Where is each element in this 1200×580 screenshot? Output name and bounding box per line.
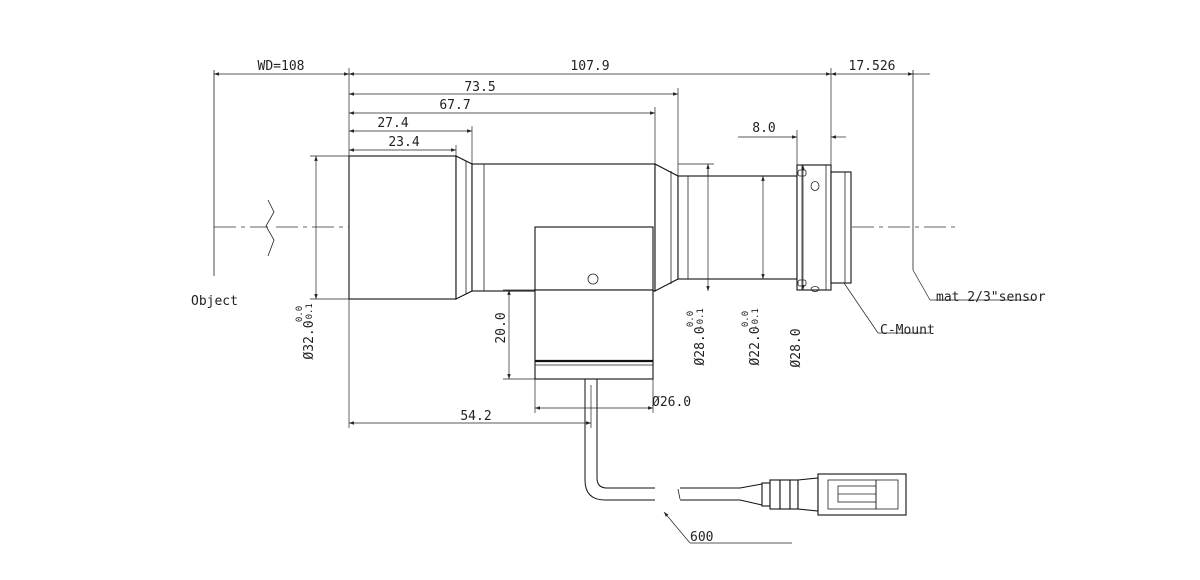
cable-connector xyxy=(817,473,907,516)
label-object: Object xyxy=(191,294,238,309)
label-73-5: 73.5 xyxy=(464,80,495,95)
label-wd: WD=108 xyxy=(258,59,305,74)
cable xyxy=(584,379,907,516)
tol-lower-32: -0.1 xyxy=(305,303,315,325)
lens-body xyxy=(348,155,852,380)
dimensions xyxy=(214,68,1035,544)
tol-lower-22: -0.1 xyxy=(751,308,761,330)
dimension-labels: WD=108 107.9 17.526 73.5 67.7 27.4 23.4 … xyxy=(191,59,1046,545)
label-cable-length: 600 xyxy=(690,530,713,545)
tol-upper-22: 0.0 xyxy=(741,311,751,327)
rear-barrel xyxy=(677,175,798,280)
label-dia-28a: Ø28.0 xyxy=(693,326,708,365)
port-screw xyxy=(587,273,599,285)
label-8-0: 8.0 xyxy=(752,121,775,136)
label-c-mount: C-Mount xyxy=(880,323,935,338)
label-dia-28b: Ø28.0 xyxy=(789,328,804,367)
tol-upper-32: 0.0 xyxy=(295,306,305,322)
front-barrel xyxy=(348,155,457,300)
front-taper xyxy=(455,155,473,300)
flange-screw-bottom xyxy=(810,286,820,292)
label-dia-22: Ø22.0 xyxy=(748,326,763,365)
label-20: 20.0 xyxy=(494,312,509,343)
tol-lower-28: -0.1 xyxy=(696,308,706,330)
label-54-2: 54.2 xyxy=(460,409,491,424)
label-17-526: 17.526 xyxy=(849,59,896,74)
label-sensor: mat 2/3"sensor xyxy=(936,290,1046,305)
rear-taper xyxy=(654,163,679,292)
label-107-9: 107.9 xyxy=(570,59,609,74)
side-port xyxy=(534,226,654,291)
label-67-7: 67.7 xyxy=(439,98,470,113)
label-27-4: 27.4 xyxy=(377,116,408,131)
tol-upper-28: 0.0 xyxy=(686,311,696,327)
flange-screw-top xyxy=(810,181,820,191)
label-23-4: 23.4 xyxy=(388,135,419,150)
c-mount-thread xyxy=(830,171,852,284)
label-dia-32: Ø32.0 xyxy=(302,320,317,359)
label-dia-26: Ø26.0 xyxy=(652,395,691,410)
light-housing xyxy=(534,289,654,380)
